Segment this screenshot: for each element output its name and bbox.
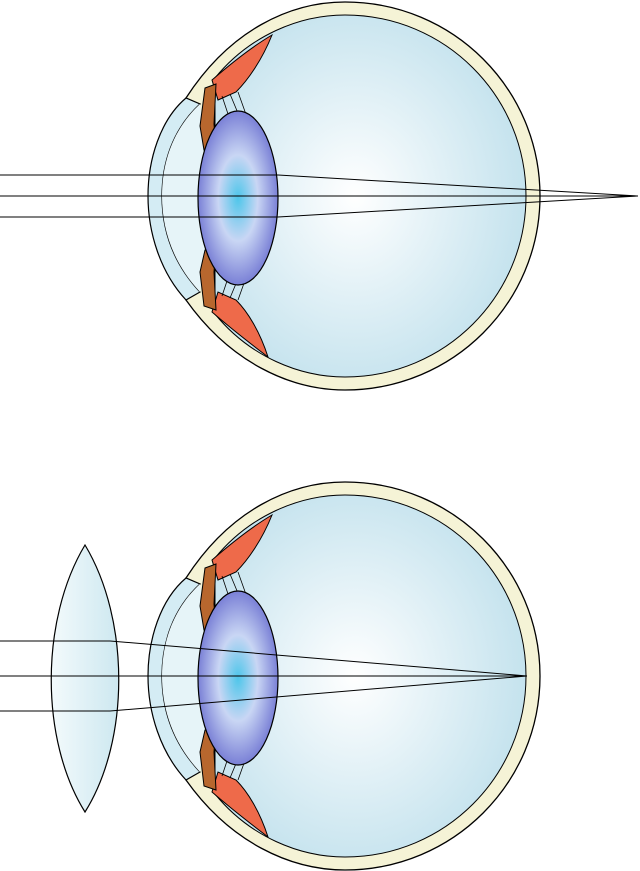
convex-corrective-lens <box>50 543 120 814</box>
light-rays <box>0 174 639 218</box>
light-rays <box>0 640 528 712</box>
corrected-eye <box>0 481 541 871</box>
uncorrected-eye <box>0 1 639 391</box>
